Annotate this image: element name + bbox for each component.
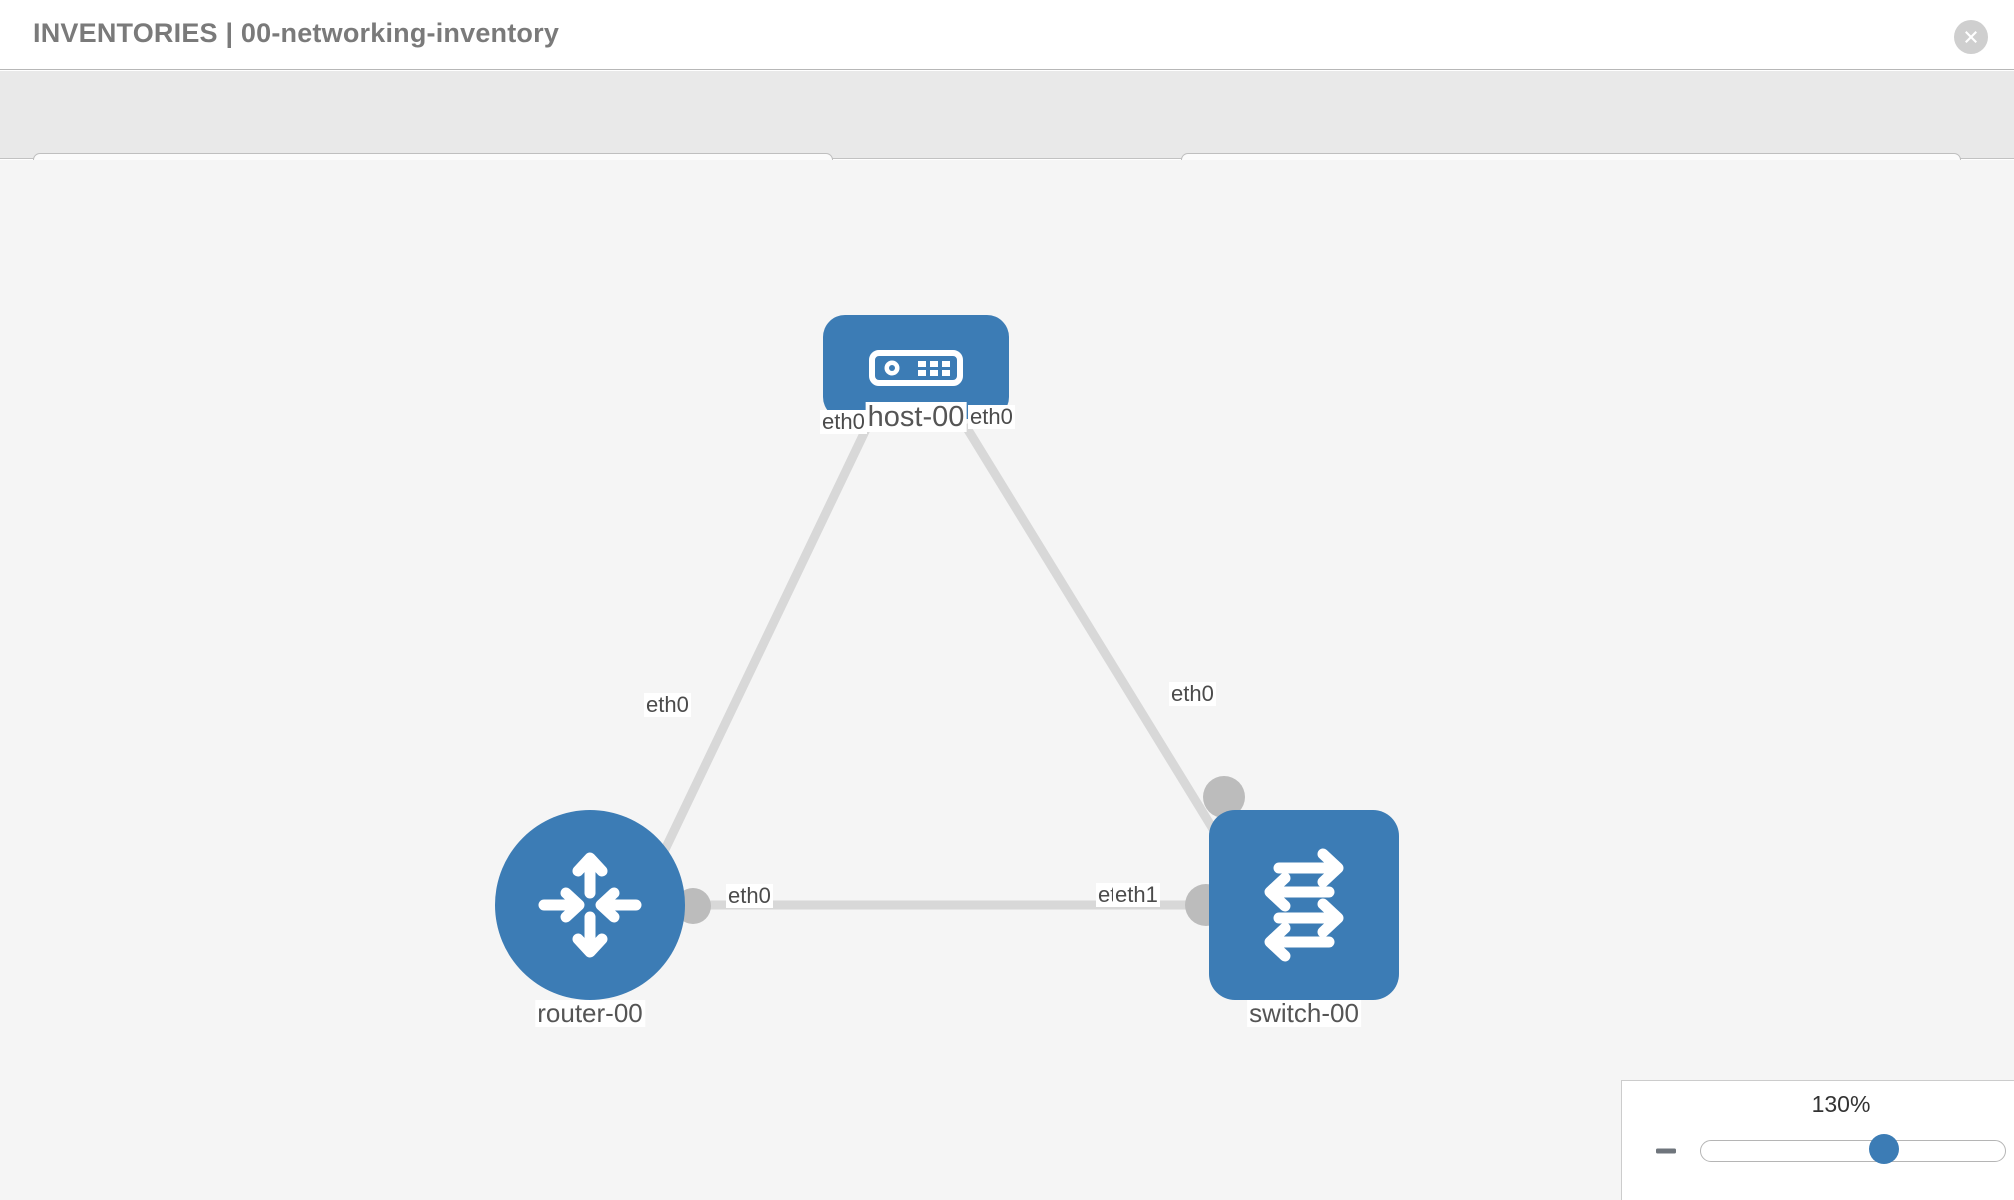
- edge-label-router-up: eth0: [644, 692, 691, 718]
- edge-label-switch-left-b: eth1: [1113, 882, 1160, 908]
- edge-label-host-left: eth0: [820, 409, 867, 435]
- page-header: INVENTORIES | 00-networking-inventory: [0, 0, 2014, 70]
- node-switch-00-label: switch-00: [1247, 998, 1361, 1028]
- router-arrows-icon: [538, 852, 642, 958]
- switch-arrows-icon: [1264, 848, 1344, 962]
- edge-label-host-right: eth0: [968, 404, 1015, 430]
- close-icon: [1965, 31, 1977, 43]
- node-switch-00[interactable]: switch-00: [1209, 810, 1399, 1028]
- edge-label-switch-up: eth0: [1169, 681, 1216, 707]
- topology-canvas[interactable]: host-00 router-00: [0, 160, 2014, 1200]
- page-title: INVENTORIES | 00-networking-inventory: [33, 18, 560, 48]
- edge-host-switch: [961, 422, 1236, 863]
- edge-host-router: [655, 423, 873, 862]
- zoom-control-panel: 130%: [1621, 1080, 2014, 1200]
- node-switch-00-shape[interactable]: [1209, 810, 1399, 1000]
- server-icon: [869, 350, 963, 386]
- minus-icon: [1656, 1148, 1676, 1154]
- zoom-out-button[interactable]: [1644, 1129, 1688, 1173]
- node-host-00[interactable]: host-00: [823, 315, 1009, 432]
- node-router-00-label: router-00: [535, 998, 645, 1028]
- zoom-level-value: 130%: [1811, 1091, 1871, 1117]
- zoom-slider[interactable]: [1700, 1134, 2006, 1166]
- edge-label-router-right: eth0: [726, 883, 773, 909]
- zoom-slider-row: [1622, 1129, 2014, 1173]
- close-button[interactable]: [1954, 20, 1988, 54]
- node-router-00-shape[interactable]: [495, 810, 685, 1000]
- node-host-00-shape[interactable]: [823, 315, 1009, 419]
- zoom-slider-thumb[interactable]: [1868, 1134, 1899, 1164]
- node-host-00-label: host-00: [865, 401, 967, 433]
- zoom-slider-track[interactable]: [1700, 1140, 2006, 1162]
- toolbar: ACTIONS SEARCH: [0, 71, 2014, 205]
- node-router-00[interactable]: router-00: [495, 810, 685, 1028]
